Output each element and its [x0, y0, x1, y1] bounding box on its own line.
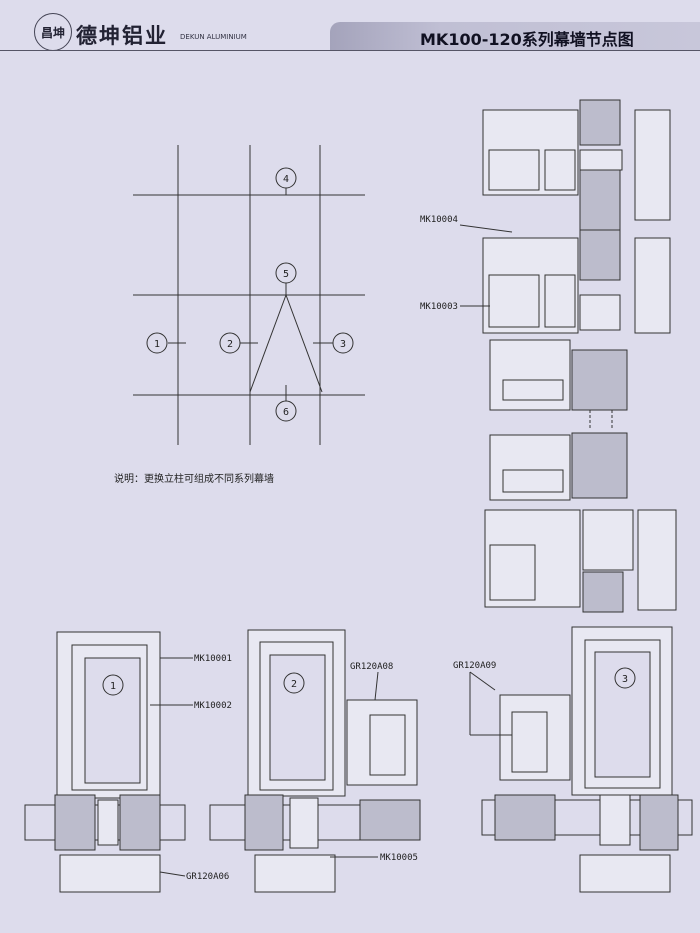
title-band: [330, 22, 700, 50]
bottom-detail-3: 3 GR120A09: [453, 626, 693, 893]
brand-name-en: DEKUN ALUMINIUM: [180, 33, 247, 41]
page-header: 昌坤 德坤铝业 DEKUN ALUMINIUM MK100-120系列幕墙节点图: [0, 0, 700, 52]
svg-text:5: 5: [283, 269, 289, 280]
node-2: 2: [219, 332, 241, 354]
label-mk10003: MK10003: [420, 302, 458, 312]
node-6: 6: [275, 400, 297, 422]
grid-diagram: 4 5 1 2 3 6: [133, 145, 365, 445]
svg-text:3: 3: [622, 674, 628, 685]
svg-text:3: 3: [340, 339, 346, 350]
svg-text:4: 4: [283, 174, 289, 185]
svg-text:GR120A08: GR120A08: [350, 662, 393, 672]
svg-text:GR120A06: GR120A06: [186, 872, 229, 882]
svg-text:GR120A09: GR120A09: [453, 661, 496, 671]
svg-text:1: 1: [110, 681, 116, 692]
node-3: 3: [332, 332, 354, 354]
page-title: MK100-120系列幕墙节点图: [420, 30, 634, 49]
right-section-drawing: MK10004 MK10003: [420, 99, 677, 613]
explanation-note: 说明：更换立柱可组成不同系列幕墙: [114, 474, 274, 485]
logo-text: 昌坤: [40, 25, 65, 40]
svg-text:6: 6: [283, 407, 289, 418]
svg-text:2: 2: [291, 679, 297, 690]
header-divider: [0, 50, 700, 51]
node-5: 5: [275, 262, 297, 284]
node-4: 4: [275, 167, 297, 189]
svg-text:MK10002: MK10002: [194, 701, 232, 711]
bottom-detail-2: 2 GR120A08 MK10005: [209, 629, 421, 893]
brand-name: 德坤铝业: [76, 24, 168, 48]
svg-text:1: 1: [154, 339, 160, 350]
label-mk10004: MK10004: [420, 215, 458, 225]
svg-text:MK10005: MK10005: [380, 853, 418, 863]
svg-text:2: 2: [227, 339, 233, 350]
node-1: 1: [146, 332, 168, 354]
bottom-detail-1: 1 MK10001 MK10002 GR120A06: [24, 631, 232, 893]
svg-text:MK10001: MK10001: [194, 654, 232, 664]
